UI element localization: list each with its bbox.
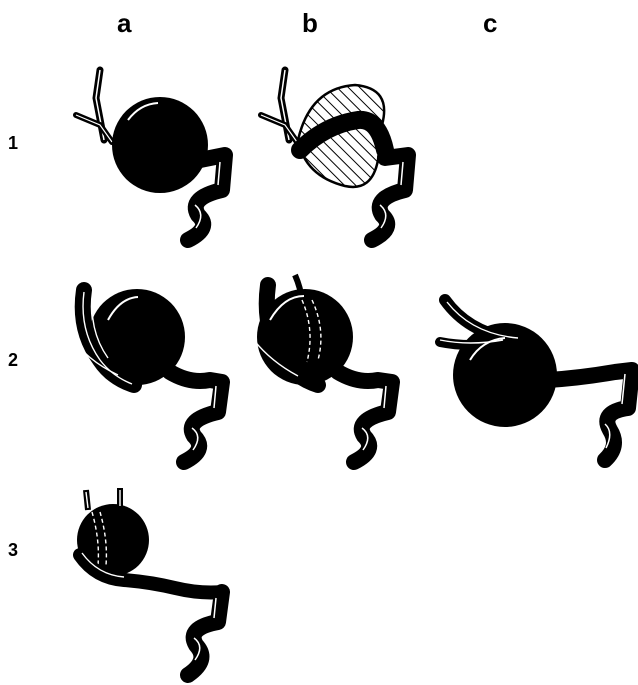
- panel-1a: [76, 70, 225, 240]
- aneurysm-small-sphere-icon: [77, 488, 222, 675]
- aneurysm-sphere-with-vessel-icon: [76, 70, 225, 240]
- aneurysm-sphere-dashed-branches-icon: [250, 275, 392, 462]
- panel-2a: [70, 289, 222, 462]
- aneurysm-large-sphere-icon: [440, 300, 632, 460]
- panel-3a: [77, 488, 222, 675]
- panel-1b: [261, 70, 408, 240]
- panel-2c: [440, 300, 632, 460]
- aneurysm-hatched-sac-icon: [261, 70, 408, 240]
- aneurysm-sphere-with-branches-icon: [70, 289, 222, 462]
- panel-2b: [250, 275, 392, 462]
